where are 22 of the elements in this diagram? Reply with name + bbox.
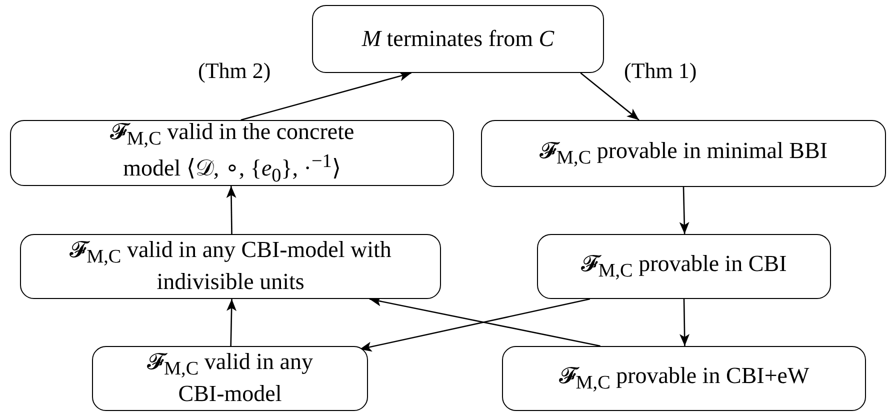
arrow: [580, 72, 640, 120]
rounded-box: [481, 120, 886, 187]
arrow: [360, 298, 590, 352]
rounded-box: [312, 5, 604, 73]
node-text: 𝓕$_{M,C}$ provable in CBI+eW: [558, 362, 810, 394]
node-text: 𝓕$_{M,C}$ valid in the concrete model ⟨𝒟, ∘, {e$_{0}$}, ·$^{−1}$⟩: [108, 119, 356, 187]
rounded-box: [537, 234, 831, 299]
node-text: 𝓕$_{M,C}$ valid in any CBI-model: [146, 349, 314, 408]
rounded-box: [20, 234, 441, 299]
rounded-box: [92, 346, 368, 411]
node-text: M terminates from C: [362, 26, 554, 52]
rounded-box: [502, 346, 866, 411]
arrow: [226, 298, 237, 346]
arrow: [369, 296, 600, 347]
arrow: [679, 186, 690, 234]
arrow: [226, 186, 236, 234]
node-text: 𝓕$_{M,C}$ valid in any CBI-model with indivisible units: [68, 237, 392, 296]
arrow: [240, 71, 412, 121]
rounded-box: [10, 120, 454, 186]
node-text: 𝓕$_{M,C}$ provable in minimal BBI: [540, 138, 828, 170]
arrow: [680, 298, 690, 346]
node-text: 𝓕$_{M,C}$ provable in CBI: [581, 250, 787, 282]
